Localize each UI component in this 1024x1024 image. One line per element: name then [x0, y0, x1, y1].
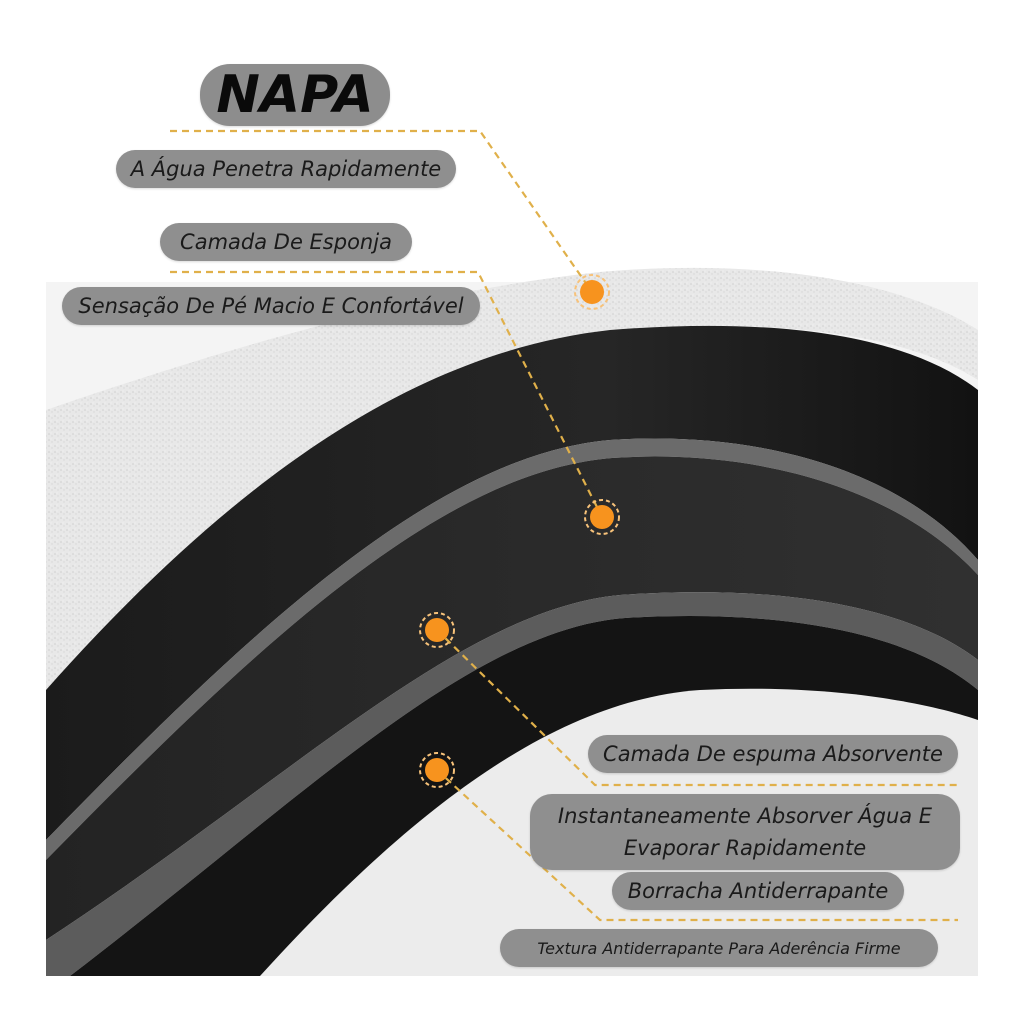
marker-dot-foam-fill — [425, 618, 449, 642]
label-instant-absorb-line1: Instantaneamente Absorver Água E — [557, 804, 933, 828]
marker-dot-rubber — [419, 752, 455, 788]
separator-line-2 — [46, 592, 978, 976]
marker-dot-sponge-fill — [590, 505, 614, 529]
title-text: NAPA — [216, 65, 374, 125]
label-anti-slip-texture-text: Textura Antiderrapante Para Aderência Fi… — [537, 938, 901, 958]
label-absorbent-foam-text: Camada De espuma Absorvente — [603, 742, 943, 766]
marker-dots — [419, 274, 620, 788]
marker-dot-napa-fill — [580, 280, 604, 304]
label-anti-slip-texture: Textura Antiderrapante Para Aderência Fi… — [500, 929, 938, 967]
marker-dot-sponge — [584, 499, 620, 535]
label-sponge-layer-text: Camada De Esponja — [180, 230, 392, 254]
label-water-penetrates-text: A Água Penetra Rapidamente — [130, 157, 442, 181]
label-water-penetrates: A Água Penetra Rapidamente — [116, 150, 456, 188]
marker-dot-foam — [419, 612, 455, 648]
sponge-black-layer — [46, 325, 978, 840]
title-pill: NAPA — [200, 64, 390, 126]
label-instant-absorb: Instantaneamente Absorver Água E Evapora… — [530, 794, 960, 870]
absorbent-foam-layer — [46, 456, 978, 940]
leader-line-sponge — [170, 270, 603, 518]
label-rubber-text: Borracha Antiderrapante — [627, 879, 889, 903]
leader-line-rubber — [436, 769, 958, 922]
label-soft-feel: Sensação De Pé Macio E Confortável — [62, 287, 480, 325]
marker-dot-rubber-fill — [425, 758, 449, 782]
leader-lines — [170, 129, 958, 922]
marker-dot-napa — [574, 274, 610, 310]
napa-white-layer — [46, 267, 978, 690]
label-sponge-layer: Camada De Esponja — [160, 223, 412, 261]
label-rubber: Borracha Antiderrapante — [612, 872, 904, 910]
label-instant-absorb-line2: Evaporar Rapidamente — [623, 836, 867, 860]
label-soft-feel-text: Sensação De Pé Macio E Confortável — [78, 294, 464, 318]
leader-line-foam — [436, 629, 958, 787]
label-absorbent-foam: Camada De espuma Absorvente — [588, 735, 958, 773]
